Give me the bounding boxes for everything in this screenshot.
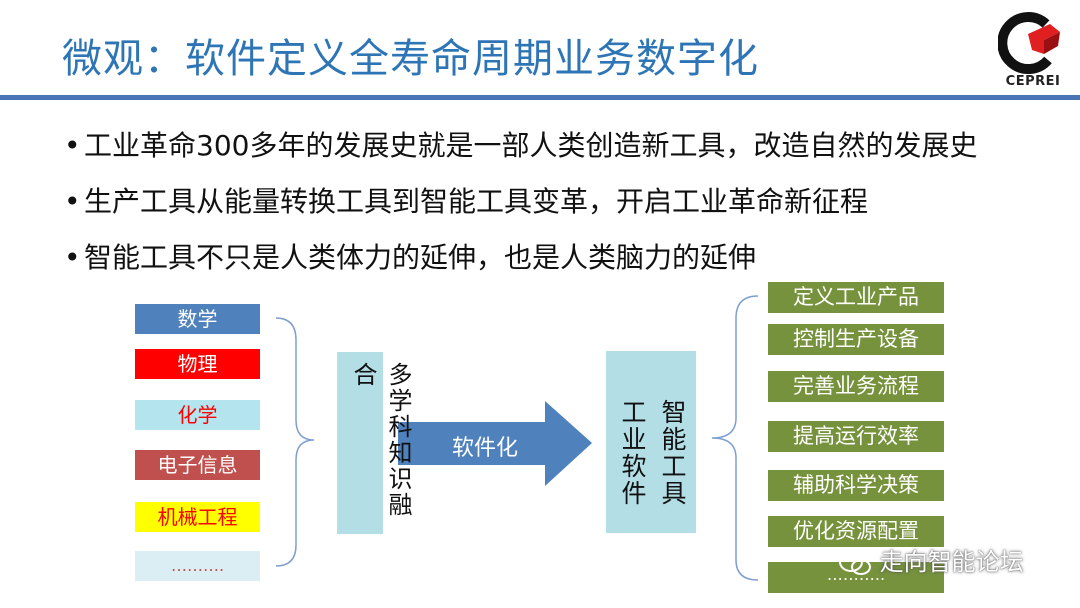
outcome-box: 控制生产设备	[768, 324, 944, 355]
discipline-box-math: 数学	[135, 304, 260, 334]
bullet-item: •工业革命300多年的发展史就是一部人类创造新工具，改造自然的发展史	[64, 122, 977, 178]
discipline-box-mechanical: 机械工程	[135, 502, 260, 532]
page-title: 微观：软件定义全寿命周期业务数字化	[62, 36, 759, 82]
watermark-text: 走向智能论坛	[879, 548, 1024, 576]
bullet-dot: •	[64, 129, 81, 162]
knowledge-fusion-box: 多学科知识融合	[337, 352, 412, 534]
bullet-text: 智能工具不只是人类体力的延伸，也是人类脑力的延伸	[84, 241, 757, 274]
logo-icon	[997, 12, 1060, 74]
outcome-box: 完善业务流程	[768, 371, 944, 402]
knowledge-fusion-label: 多学科知识融合	[349, 362, 412, 518]
outcome-box: 辅助科学决策	[768, 470, 944, 501]
outcome-box: 优化资源配置	[768, 516, 944, 547]
left-brace	[275, 317, 315, 567]
intelligent-tool-box: 智能工具 工业软件	[606, 351, 696, 533]
bullet-item: •生产工具从能量转换工具到智能工具变革，开启工业革命新征程	[64, 178, 977, 234]
title-divider	[0, 95, 1080, 100]
arrow-label: 软件化	[451, 436, 518, 461]
bullet-dot: •	[64, 185, 81, 218]
discipline-box-more: ……….	[135, 551, 260, 581]
industrial-software-label: 工业软件	[618, 399, 647, 507]
wechat-icon	[838, 551, 872, 575]
bullet-text: 生产工具从能量转换工具到智能工具变革，开启工业革命新征程	[84, 185, 869, 218]
right-brace	[711, 295, 759, 581]
outcome-box: 提高运行效率	[768, 421, 944, 452]
bullet-dot: •	[64, 241, 81, 274]
watermark: 走向智能论坛	[838, 542, 1024, 577]
bullet-list: •工业革命300多年的发展史就是一部人类创造新工具，改造自然的发展史 •生产工具…	[64, 122, 977, 290]
intelligent-tool-label: 智能工具	[658, 399, 687, 507]
discipline-box-physics: 物理	[135, 349, 260, 379]
bullet-text: 工业革命300多年的发展史就是一部人类创造新工具，改造自然的发展史	[84, 129, 978, 162]
ceprei-logo: CEPREI	[997, 10, 1068, 90]
logo-text: CEPREI	[1005, 74, 1061, 89]
discipline-box-chemistry: 化学	[135, 400, 260, 430]
bullet-item: •智能工具不只是人类体力的延伸，也是人类脑力的延伸	[64, 234, 977, 290]
outcome-box-more: ………..	[768, 562, 944, 593]
discipline-box-electronics: 电子信息	[135, 450, 260, 480]
outcome-box: 定义工业产品	[768, 282, 944, 313]
